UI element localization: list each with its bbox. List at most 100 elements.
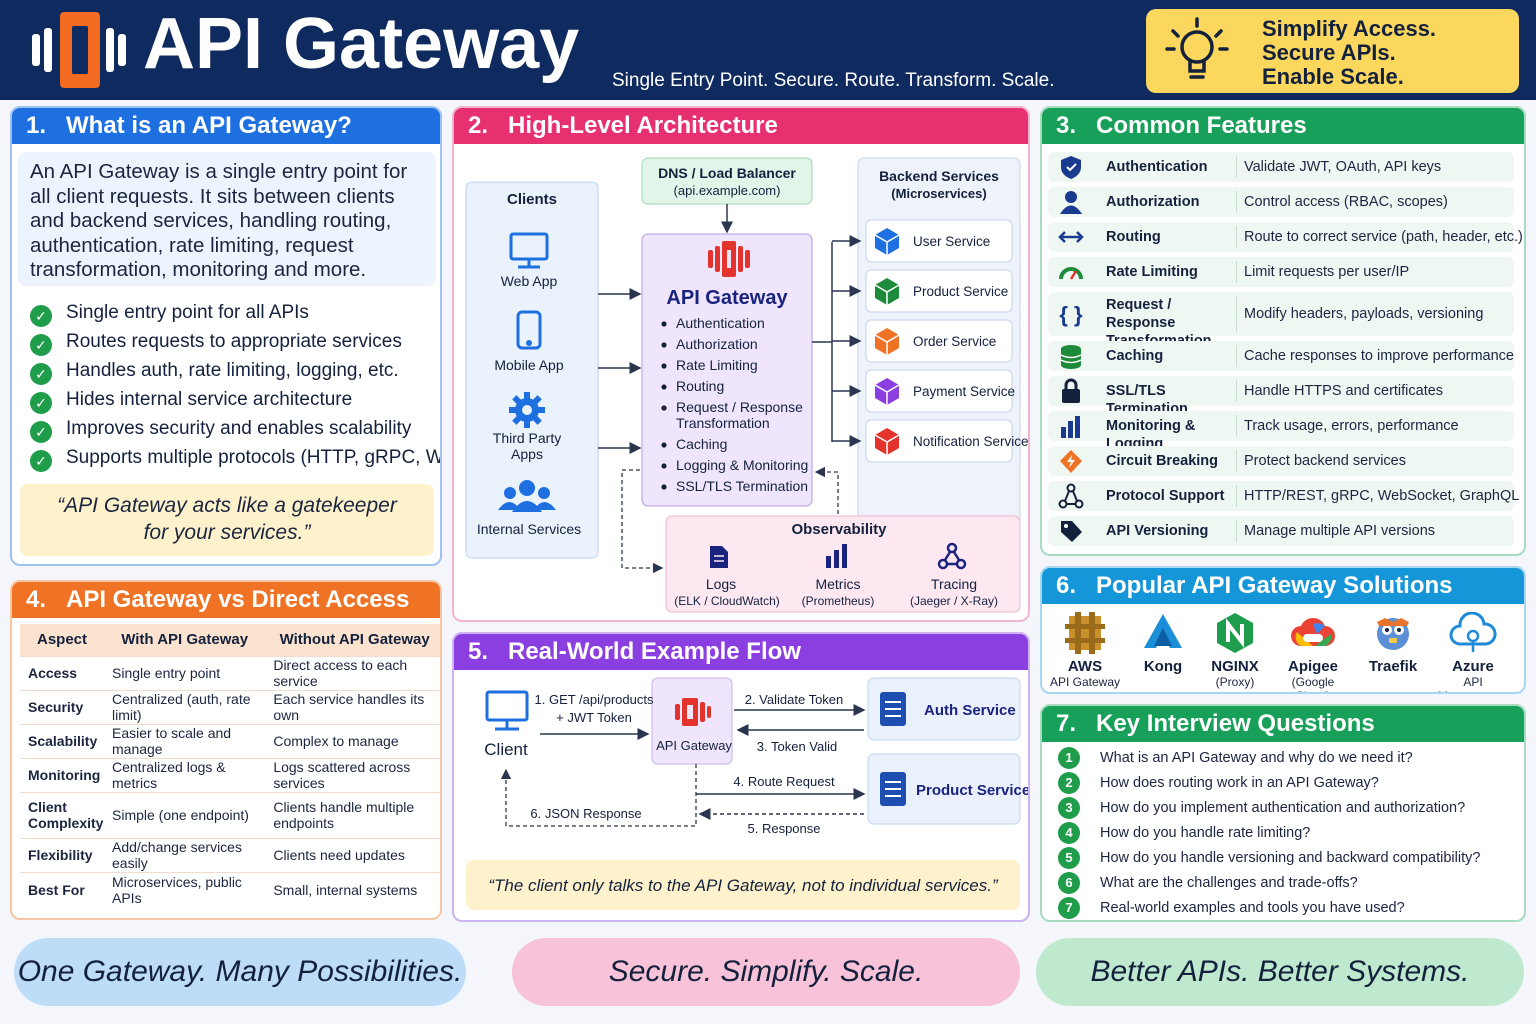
- service-name: Notification Service: [913, 434, 1029, 449]
- solution-sub: (Google Cloud): [1291, 675, 1335, 692]
- column-divider: [1236, 261, 1237, 283]
- service-card: [865, 219, 1013, 263]
- metrics-bar-chart-icon: [826, 544, 847, 568]
- service-card: [865, 419, 1013, 463]
- feature-name: Caching: [1106, 347, 1236, 365]
- column-divider: [1236, 226, 1237, 248]
- column-divider: [1236, 415, 1237, 437]
- check-icon: ✓: [30, 363, 52, 385]
- aspect-line: Flexibility: [28, 847, 93, 863]
- client-third-party-apps: Apps: [511, 446, 543, 462]
- aspect-line: Scalability: [28, 733, 98, 749]
- solution-aws: AWS API Gateway: [1046, 612, 1124, 689]
- feature-name-line: Routing: [1106, 229, 1161, 245]
- with-gateway-cell: Microservices, public APIs: [104, 871, 266, 908]
- gateway-capability: Logging & Monitoring: [676, 457, 808, 473]
- without-gateway-cell: Clients handle multiple endpoints: [265, 791, 440, 838]
- with-gateway-cell: Add/change services easily: [104, 837, 266, 872]
- page-title: API Gateway: [143, 4, 580, 84]
- auth-service-label: Auth Service: [924, 702, 1016, 719]
- lightbulb-icon: [1165, 17, 1229, 79]
- bullet-dot-icon: [661, 442, 667, 448]
- panel-comparison: 4.API Gateway vs Direct Access Aspect Wi…: [10, 580, 442, 920]
- solution-sub: API Gateway: [1049, 675, 1121, 689]
- feature-name-line: Authentication: [1106, 159, 1208, 175]
- question-text: How do you handle versioning and backwar…: [1100, 850, 1481, 866]
- gateway-capability: Caching: [676, 436, 727, 452]
- with-gateway-cell: Centralized logs & metrics: [104, 757, 266, 792]
- client-internal-services: Internal Services: [477, 521, 581, 537]
- question-number: 1: [1058, 747, 1080, 769]
- feature-name-line: Rate Limiting: [1106, 264, 1198, 280]
- product-service-doc-icon: [880, 772, 906, 806]
- step-label: 5. Response: [748, 821, 821, 836]
- feature-name-line: Caching: [1106, 348, 1164, 364]
- without-gateway-cell: Clients need updates: [265, 837, 440, 872]
- panel-title: Common Features: [1096, 112, 1307, 139]
- panel-header: 3. Common Features: [1042, 108, 1524, 144]
- slogan-one-gateway: One Gateway. Many Possibilities.: [14, 938, 466, 1006]
- gateway-capability: Transformation: [676, 415, 770, 431]
- step-label: 4. Route Request: [733, 774, 835, 789]
- service-name: Order Service: [913, 334, 996, 349]
- metrics-sub: (Prometheus): [802, 594, 875, 608]
- group-users-icon: [498, 480, 556, 512]
- feature-description: Control access (RBAC, scopes): [1244, 194, 1448, 210]
- backend-subtitle: (Microservices): [891, 186, 986, 201]
- column-divider: [1236, 380, 1237, 402]
- question-text: How does routing work in an API Gateway?: [1100, 775, 1379, 791]
- feature-description: Modify headers, payloads, versioning: [1244, 306, 1484, 322]
- highlight-line: Simplify Access.: [1262, 16, 1437, 41]
- comparison-table: Aspect With API Gateway Without API Gate…: [20, 624, 440, 908]
- panel-title: What is an API Gateway?: [66, 112, 352, 139]
- braces-icon: { }: [1059, 302, 1083, 327]
- clients-title: Clients: [507, 191, 557, 208]
- step-label: 2. Validate Token: [745, 692, 844, 707]
- aspect-cell: Security: [20, 689, 104, 724]
- question-text: How do you implement authentication and …: [1100, 800, 1466, 816]
- step-label: + JWT Token: [556, 710, 632, 725]
- service-name: User Service: [913, 234, 990, 249]
- check-icon: ✓: [30, 450, 52, 472]
- metrics-label: Metrics: [815, 576, 860, 592]
- quote-line: “API Gateway acts like a gatekeeper: [57, 494, 397, 517]
- without-gateway-cell: Small, internal systems: [265, 871, 440, 908]
- gateway-capability: Authentication: [676, 315, 765, 331]
- feature-name: Routing: [1106, 228, 1236, 246]
- logs-label: Logs: [706, 576, 736, 592]
- dns-host: (api.example.com): [674, 183, 781, 198]
- aspect-cell: Best For: [20, 871, 104, 908]
- feature-name-line: Protocol Support: [1106, 488, 1225, 504]
- service-name: Payment Service: [913, 384, 1015, 399]
- step-label: 3. Token Valid: [757, 739, 837, 754]
- feature-name: Protocol Support: [1106, 487, 1236, 505]
- panel-header: 7.Key Interview Questions: [1042, 706, 1524, 742]
- tracing-nodes-icon: [937, 542, 967, 570]
- bullet-dot-icon: [661, 463, 667, 469]
- list-item: 2 How does routing work in an API Gateway…: [1058, 771, 1379, 795]
- panel-what-is: 1.What is an API Gateway? An API Gateway…: [10, 106, 442, 566]
- auth-service-box: [867, 677, 1021, 741]
- check-icon: ✓: [30, 421, 52, 443]
- list-item-text: Supports multiple protocols (HTTP, gRPC,…: [66, 447, 442, 468]
- gateway-box: [641, 233, 813, 507]
- aspect-line: Best For: [28, 882, 85, 899]
- aspect-line: Security: [28, 699, 84, 715]
- panel-number: 3.: [1056, 112, 1077, 139]
- solution-name: NGINX: [1211, 658, 1259, 675]
- svg-text:{ }: { }: [1059, 302, 1083, 327]
- question-number: 7: [1058, 897, 1080, 919]
- without-gateway-cell: Each service handles its own: [265, 689, 440, 724]
- service-name: Product Service: [913, 284, 1008, 299]
- aws-gateway-icon: [1065, 612, 1105, 654]
- question-number: 2: [1058, 772, 1080, 794]
- arrows-icon: [1058, 231, 1084, 243]
- panel-example-flow: 5.Real-World Example Flow Client API Gat…: [452, 632, 1030, 922]
